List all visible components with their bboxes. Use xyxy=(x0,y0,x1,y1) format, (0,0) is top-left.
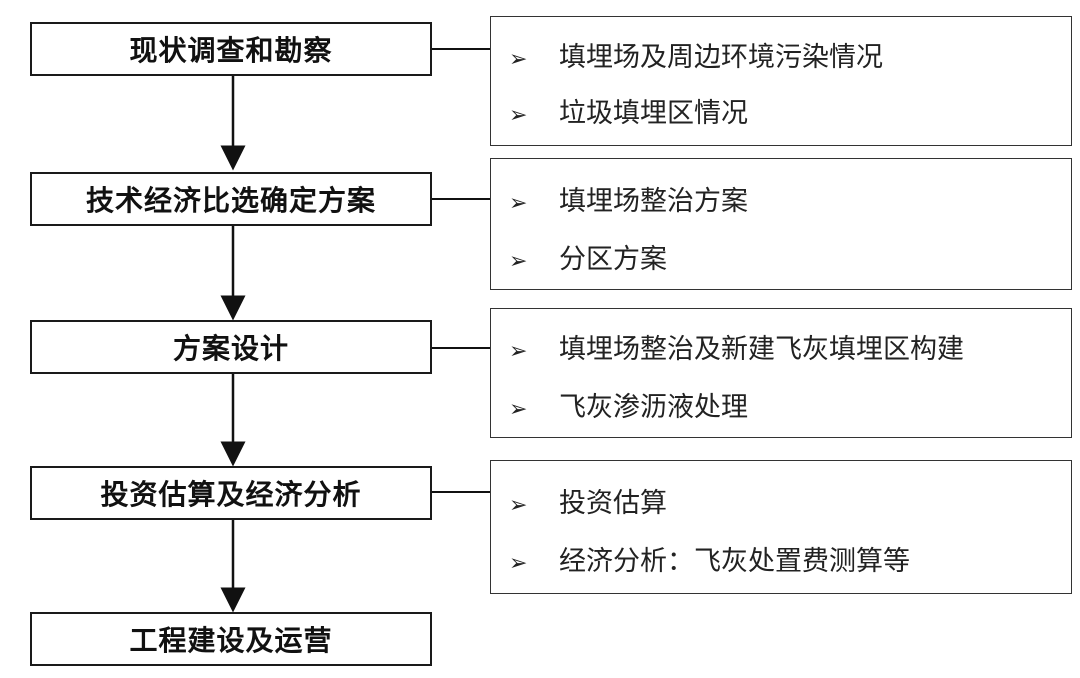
detail-item: ➢ 填埋场整治及新建飞灰填埋区构建 xyxy=(509,327,964,366)
detail-box-4: ➢ 投资估算 ➢ 经济分析：飞灰处置费测算等 xyxy=(490,460,1072,594)
bullet-arrow-icon: ➢ xyxy=(509,397,528,422)
stage-box-5: 工程建设及运营 xyxy=(30,612,432,666)
stage-label-1: 现状调查和勘察 xyxy=(129,34,333,67)
stage-label-3: 方案设计 xyxy=(172,332,289,365)
detail-item: ➢ 分区方案 xyxy=(509,237,667,276)
detail-item-text: 投资估算 xyxy=(559,488,667,519)
stage-label-5: 工程建设及运营 xyxy=(129,624,333,657)
stage-box-4: 投资估算及经济分析 xyxy=(30,466,432,520)
detail-item: ➢ 填埋场整治方案 xyxy=(509,179,748,218)
detail-item-text: 填埋场及周边环境污染情况 xyxy=(559,42,883,73)
detail-item: ➢ 填埋场及周边环境污染情况 xyxy=(509,35,883,74)
detail-item-text: 飞灰渗沥液处理 xyxy=(559,392,748,423)
stage-label-2: 技术经济比选确定方案 xyxy=(85,184,376,217)
stage-label-4: 投资估算及经济分析 xyxy=(100,478,362,511)
stage-box-1: 现状调查和勘察 xyxy=(30,22,432,76)
detail-item-text: 填埋场整治及新建飞灰填埋区构建 xyxy=(559,334,964,365)
detail-item: ➢ 垃圾填埋区情况 xyxy=(509,91,748,130)
bullet-arrow-icon: ➢ xyxy=(509,493,528,518)
bullet-arrow-icon: ➢ xyxy=(509,551,528,576)
bullet-arrow-icon: ➢ xyxy=(509,47,528,72)
bullet-arrow-icon: ➢ xyxy=(509,249,528,274)
detail-item-text: 填埋场整治方案 xyxy=(559,186,748,217)
detail-item: ➢ 经济分析：飞灰处置费测算等 xyxy=(509,539,910,578)
bullet-arrow-icon: ➢ xyxy=(509,339,528,364)
detail-item: ➢ 飞灰渗沥液处理 xyxy=(509,385,748,424)
detail-box-1: ➢ 填埋场及周边环境污染情况 ➢ 垃圾填埋区情况 xyxy=(490,16,1072,146)
detail-item-text: 垃圾填埋区情况 xyxy=(559,98,748,129)
detail-box-3: ➢ 填埋场整治及新建飞灰填埋区构建 ➢ 飞灰渗沥液处理 xyxy=(490,308,1072,438)
detail-item-text: 分区方案 xyxy=(559,244,667,275)
detail-item: ➢ 投资估算 xyxy=(509,481,667,520)
detail-item-text: 经济分析：飞灰处置费测算等 xyxy=(559,546,910,577)
bullet-arrow-icon: ➢ xyxy=(509,103,528,128)
stage-box-2: 技术经济比选确定方案 xyxy=(30,172,432,226)
stage-box-3: 方案设计 xyxy=(30,320,432,374)
detail-box-2: ➢ 填埋场整治方案 ➢ 分区方案 xyxy=(490,158,1072,290)
bullet-arrow-icon: ➢ xyxy=(509,191,528,216)
